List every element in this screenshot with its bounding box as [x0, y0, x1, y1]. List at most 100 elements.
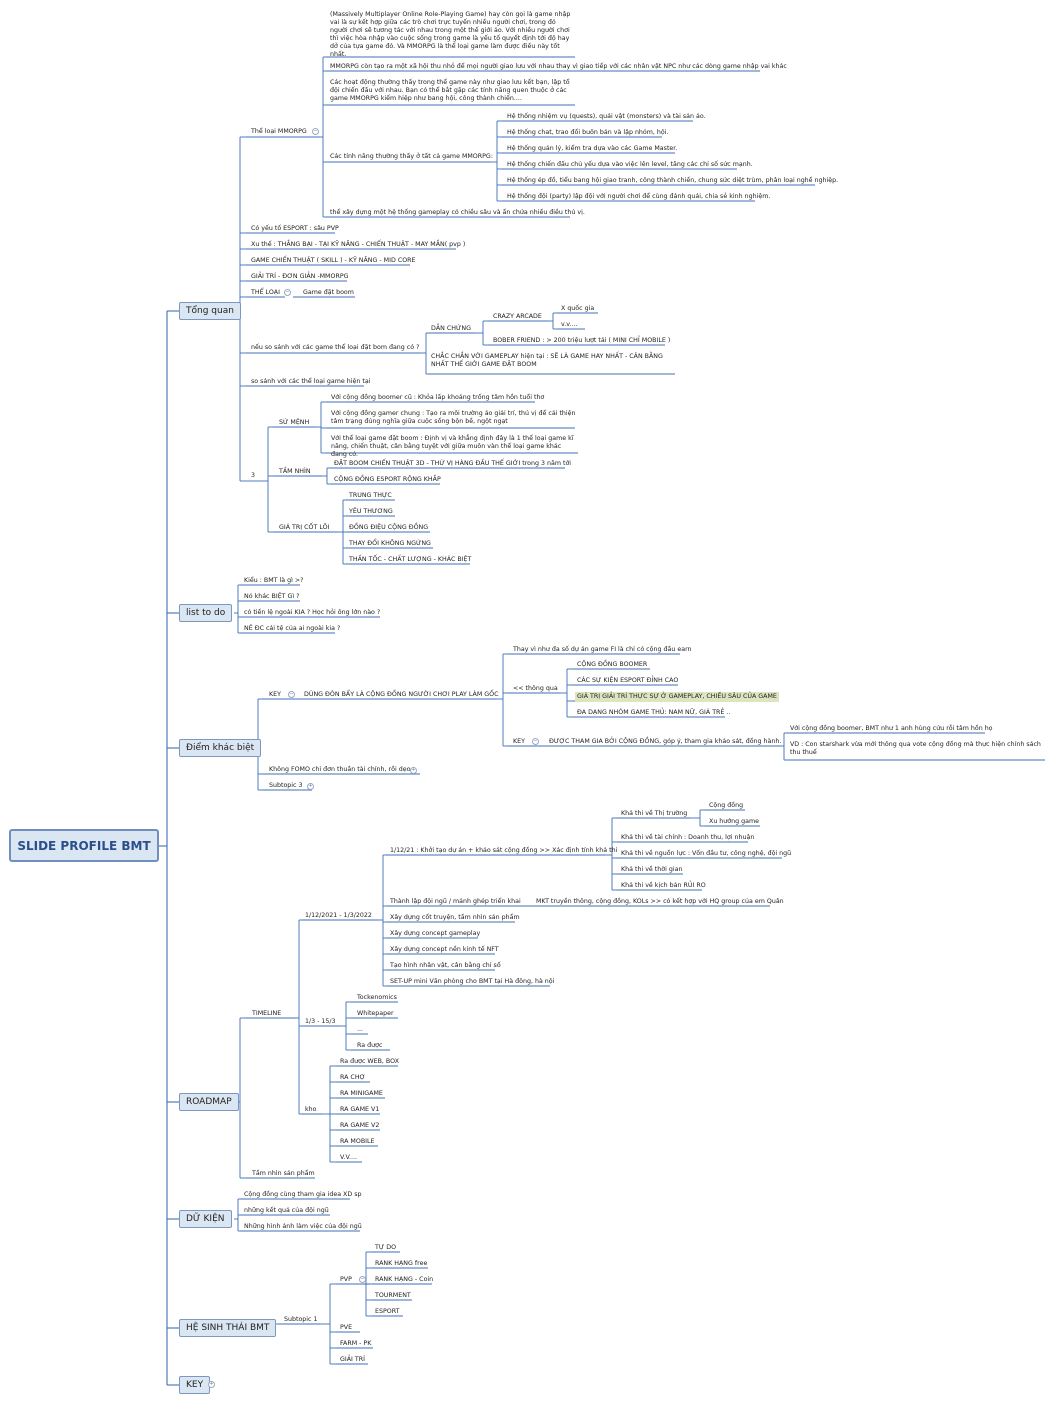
mmorpg-society[interactable]: MMORPG còn tạo ra một xã hội thu nhỏ để …: [330, 63, 787, 70]
team-setup[interactable]: Thành lập đội ngũ / mảnh ghép triển khai: [390, 898, 521, 905]
core-value-item[interactable]: YÊU THƯƠNG: [349, 508, 393, 515]
todo-item[interactable]: có tiền lệ ngoài KIA ? Học hỏi ông lớn n…: [244, 609, 381, 616]
timeline[interactable]: TIMELINE: [252, 1010, 282, 1017]
topic-tong-quan[interactable]: Tổng quan: [179, 302, 241, 320]
three-label[interactable]: 3: [251, 472, 256, 479]
esport-factor[interactable]: Có yếu tố ESPORT : sâu PVP: [251, 225, 339, 232]
bober-friend[interactable]: BOBER FRIEND : > 200 triệu lượt tải ( MI…: [493, 337, 671, 344]
todo-item[interactable]: NÊ ĐC cái tệ của ai ngoài kia ?: [244, 625, 341, 632]
task-item[interactable]: Xây dựng cốt truyện, tầm nhìn sản phẩm: [390, 914, 520, 921]
mission-item[interactable]: Với cộng đồng boomer cũ : Khỏa lấp khoản…: [331, 394, 545, 401]
topic-list-to-do[interactable]: list to do: [179, 604, 233, 622]
feasibility-item[interactable]: Khả thi về kịch bản RỦI RO: [621, 882, 706, 889]
feasibility-item[interactable]: Khả thi về thời gian: [621, 866, 683, 873]
leverage-community[interactable]: DÙNG ĐÒN BẨY LÀ CỘNG ĐỒNG NGƯỜI CHƠI PLA…: [304, 691, 499, 698]
x-countries[interactable]: X quốc gia: [561, 305, 595, 312]
trend[interactable]: Xu thế : THẮNG BẠI - TẠI KỸ NĂNG - CHIẾN…: [251, 241, 466, 248]
no-fomo[interactable]: Không FOMO chỉ đơn thuần tài chính, rồi …: [269, 766, 411, 773]
task-item[interactable]: Xây dựng concept nền kinh tế NFT: [390, 946, 499, 953]
instead-of[interactable]: Thay vì như đa số dự án game FI là chỉ c…: [513, 646, 692, 653]
certain-best[interactable]: CHẮC CHẮN VỚI GAMEPLAY hiện tại : SẼ LÀ …: [431, 353, 663, 368]
kho-item[interactable]: RA MOBILE: [340, 1138, 375, 1145]
entertainment[interactable]: GIẢI TRÍ: [340, 1356, 365, 1363]
pvp-item[interactable]: RANK HẠNG - Coin: [375, 1276, 434, 1283]
feature-item[interactable]: Hệ thống đội (party) lập đội với người c…: [507, 193, 771, 200]
phase-2-item[interactable]: Whitepaper: [357, 1010, 394, 1017]
kho-item[interactable]: Ra được WEB, BOX: [340, 1058, 400, 1065]
collapse-icon[interactable]: −: [288, 691, 295, 698]
phase-2-item[interactable]: Tockenomics: [357, 994, 397, 1001]
phase-kho[interactable]: kho: [305, 1106, 317, 1113]
feasibility-item[interactable]: Khả thi về tài chính : Doanh thu, lợi nh…: [621, 834, 755, 841]
expand-icon[interactable]: +: [208, 1381, 215, 1388]
topic-du-kien[interactable]: DỮ KIỆN: [179, 1210, 232, 1228]
feature-item[interactable]: Hệ thống chiến đấu chủ yếu dựa vào việc …: [507, 161, 753, 168]
expand-icon[interactable]: +: [307, 783, 314, 790]
mission-item[interactable]: Với cộng đồng gamer chung : Tạo ra môi t…: [331, 410, 576, 425]
expand-icon[interactable]: +: [410, 767, 417, 774]
genre[interactable]: THỂ LOẠI: [251, 289, 280, 296]
compare-current[interactable]: so sánh với các thể loại game hiện tại: [251, 378, 371, 385]
participated-by-community[interactable]: ĐƯỢC THAM GIA BỞI CỘNG ĐỒNG, góp ý, tham…: [549, 738, 782, 745]
kho-item[interactable]: RA CHỢ: [340, 1074, 366, 1081]
feature-item[interactable]: Hệ thống chat, trao đổi buôn bán và lập …: [507, 129, 669, 136]
core-value-item[interactable]: TRUNG THỰC: [349, 492, 392, 499]
features-label[interactable]: Các tính năng thường thấy ở tất cả game …: [330, 153, 493, 160]
farm-pk[interactable]: FARM - PK: [340, 1340, 372, 1347]
data-item[interactable]: Những hình ảnh làm việc của đội ngũ: [244, 1223, 362, 1230]
kho-item[interactable]: RA GAME V1: [340, 1106, 380, 1113]
phase-2[interactable]: 1/3 - 15/3: [305, 1018, 336, 1025]
feasibility-item[interactable]: Khả thi về Thị trường: [621, 810, 688, 817]
subtopic-3[interactable]: Subtopic 3: [269, 782, 303, 789]
mmorpg-label[interactable]: Thể loại MMORPG: [251, 128, 307, 135]
feature-item[interactable]: Hệ thống nhiệm vụ (quests), quái vật (mo…: [507, 113, 706, 120]
through-item[interactable]: ĐA DẠNG NHÓM GAME THỦ: NAM NỮ, GIÀ TRẺ .…: [577, 709, 731, 716]
example-starshark[interactable]: VD : Con starshark vừa mới thông qua vot…: [790, 741, 1041, 756]
pvp-item[interactable]: ESPORT: [375, 1308, 400, 1315]
topic-diem-khac-biet[interactable]: Điểm khác biệt: [179, 739, 262, 757]
through[interactable]: << thông qua: [513, 685, 558, 692]
kho-item[interactable]: V.V....: [340, 1154, 357, 1161]
mmorpg-intro[interactable]: (Massively Multiplayer Online Role-Playi…: [330, 11, 571, 58]
pve[interactable]: PVE: [340, 1324, 353, 1331]
core-value-item[interactable]: ĐỒNG ĐIỆU CỘNG ĐỒNG: [349, 524, 429, 531]
pvp-item[interactable]: TỰ DO: [375, 1244, 397, 1251]
mission[interactable]: SỨ MỆNH: [279, 419, 310, 426]
key-label[interactable]: KEY: [269, 691, 281, 698]
through-item-highlighted[interactable]: GIÁ TRỊ GIẢI TRÍ THỰC SỰ Ở GAMEPLAY, CHI…: [575, 692, 779, 702]
product-vision[interactable]: Tầm nhìn sản phẩm: [252, 1170, 315, 1177]
bomb-game[interactable]: Game đặt boom: [303, 289, 354, 296]
feature-item[interactable]: Hệ thống quản lý, kiểm tra dựa vào các G…: [507, 145, 678, 152]
data-item[interactable]: Cộng đồng cùng tham gia idea XD sp: [244, 1191, 362, 1198]
through-item[interactable]: CÁC SỰ KIỆN ESPORT ĐỈNH CAO: [577, 677, 679, 684]
kho-item[interactable]: RA GAME V2: [340, 1122, 380, 1129]
phase-1[interactable]: 1/12/2021 - 1/3/2022: [305, 912, 372, 919]
through-item[interactable]: CỘNG ĐỒNG BOOMER: [577, 661, 648, 668]
vision-item[interactable]: CỘNG ĐỒNG ESPORT RỘNG KHẮP: [334, 476, 441, 483]
core-value-item[interactable]: THẦN TỐC - CHẤT LƯỢNG - KHÁC BIỆT: [349, 556, 472, 563]
collapse-icon[interactable]: −: [284, 289, 291, 296]
feature-item[interactable]: Hệ thống ép đồ, tiểu bang hội giao tranh…: [507, 177, 839, 184]
community-hero[interactable]: Với cộng đồng boomer, BMT như 1 anh hùng…: [790, 725, 993, 732]
todo-item[interactable]: Nó khác BIỆT Gì ?: [244, 593, 300, 600]
community[interactable]: Cộng đồng: [709, 802, 744, 809]
key-label[interactable]: KEY: [513, 738, 525, 745]
compare-question[interactable]: nếu so sánh với các game thể loại đặt bo…: [251, 344, 420, 351]
vision-item[interactable]: ĐẶT BOOM CHIẾN THUẬT 3D - THỨ VỊ HÀNG ĐẦ…: [334, 460, 572, 467]
project-init[interactable]: 1/12/21 : Khởi tạo dự án + khảo sát cộng…: [390, 847, 618, 854]
evidence[interactable]: DẪN CHỨNG: [431, 325, 471, 332]
collapse-icon[interactable]: −: [532, 738, 539, 745]
feasibility-item[interactable]: Khả thi về nguồn lực : Vốn đầu tư, công …: [621, 850, 792, 857]
kho-item[interactable]: RA MINIGAME: [340, 1090, 383, 1097]
marketing[interactable]: MKT truyền thông, cộng đồng, KOLs >> có …: [536, 898, 784, 905]
pvp[interactable]: PVP: [340, 1276, 352, 1283]
vision[interactable]: TẦM NHÌN: [279, 468, 311, 475]
topic-roadmap[interactable]: ROADMAP: [179, 1093, 239, 1111]
mmorpg-activities[interactable]: Các hoạt động thường thấy trong thể game…: [330, 79, 570, 102]
task-item[interactable]: Xây dựng concept gameplay: [390, 930, 481, 937]
crazy-arcade[interactable]: CRAZY ARCADE: [493, 313, 542, 320]
collapse-icon[interactable]: −: [359, 1276, 366, 1283]
mission-item[interactable]: Với thể loại game đặt boom : Định vị và …: [331, 435, 574, 458]
task-item[interactable]: SET-UP mini Văn phòng cho BMT tại Hà đôn…: [390, 978, 555, 985]
data-item[interactable]: những kết quả của đội ngũ: [244, 1207, 329, 1214]
